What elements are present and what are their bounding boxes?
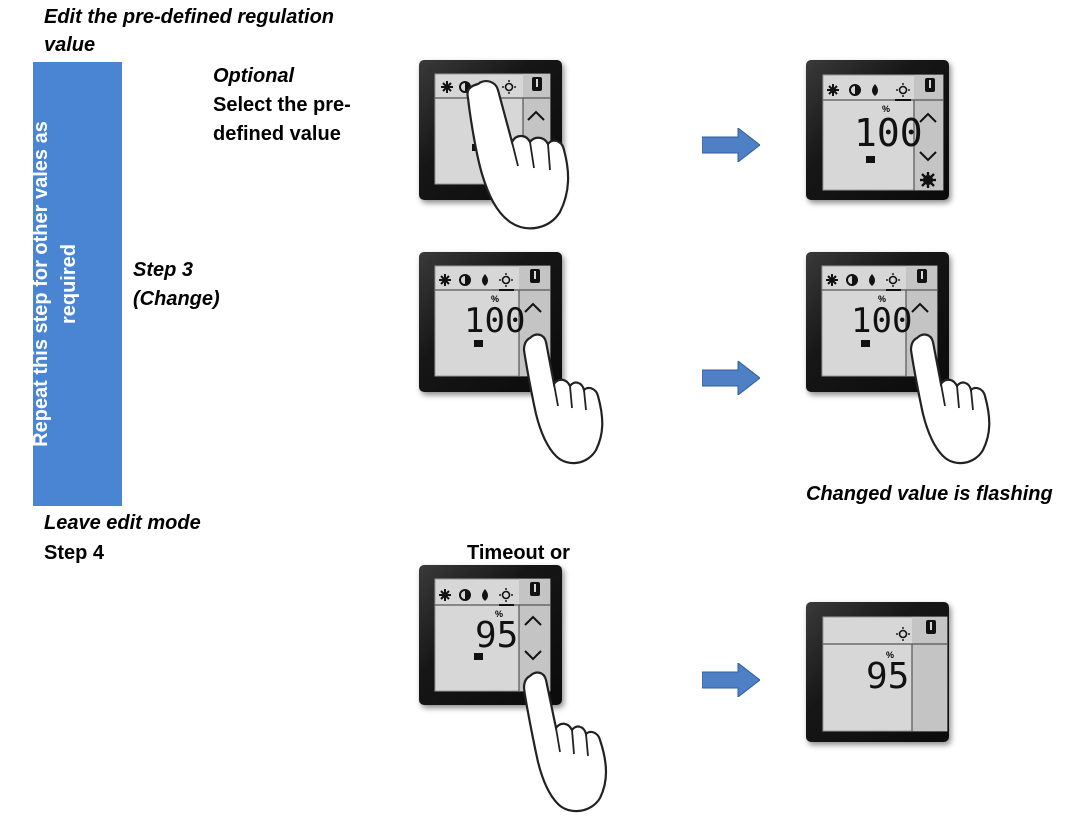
sun-icon <box>895 83 911 101</box>
up-chevron-icon <box>524 302 542 313</box>
thermometer-icon <box>926 620 936 634</box>
thermometer-icon <box>925 78 935 92</box>
up-chevron-icon <box>919 112 937 123</box>
sun-icon <box>499 588 514 606</box>
leave-edit-title: Leave edit mode <box>44 512 201 534</box>
optional-line-2: defined value <box>213 123 341 145</box>
drop-icon <box>872 84 878 96</box>
snowflake-icon <box>439 589 451 601</box>
step3-title: Step 3 <box>133 259 194 281</box>
display-value: 95 <box>866 656 909 697</box>
unit-label: % <box>878 294 886 304</box>
thermostat-device-4: % 100 <box>806 252 949 392</box>
calendar-icon <box>472 144 481 151</box>
unit-label: % <box>491 294 499 304</box>
drop-icon <box>482 589 488 601</box>
snowflake-icon <box>439 274 451 286</box>
heading-line-1: Edit the pre-defined regulation <box>44 6 335 28</box>
step4-label: Step 4 <box>44 542 105 564</box>
display-value: 100 <box>464 301 525 341</box>
thermostat-device-5: % 95 <box>419 565 562 705</box>
calendar-icon <box>861 340 870 347</box>
sun-icon <box>886 273 901 291</box>
gear-icon <box>920 172 936 188</box>
timeout-label: Timeout or <box>467 542 570 564</box>
half-moon-icon <box>459 274 471 286</box>
drop-icon <box>869 274 875 286</box>
down-chevron-icon <box>919 151 937 162</box>
thermometer-icon <box>530 582 540 596</box>
down-chevron-icon <box>524 650 542 661</box>
display-value: 100 <box>851 301 912 341</box>
calendar-icon <box>474 340 483 347</box>
unit-label: % <box>886 650 894 660</box>
thermostat-device-6: % 95 <box>806 602 949 742</box>
heading-line-2: value <box>44 34 96 56</box>
thermometer-icon <box>530 269 540 283</box>
unit-label: % <box>495 609 503 619</box>
arrow-right-icon <box>702 128 760 162</box>
thermostat-device-2: % 100 <box>806 60 949 200</box>
optional-title: Optional <box>213 65 295 87</box>
snowflake-icon <box>441 81 453 93</box>
arrow-right-icon <box>702 361 760 395</box>
step3-subtitle: (Change) <box>133 288 220 310</box>
flashing-caption: Changed value is flashing <box>806 483 1053 505</box>
snowflake-icon <box>826 274 838 286</box>
half-moon-icon <box>849 84 861 96</box>
thermometer-icon <box>532 77 542 91</box>
snowflake-icon <box>827 84 839 96</box>
display-value: 95 <box>475 615 518 656</box>
up-chevron-icon <box>524 615 542 626</box>
optional-line-1: Select the pre- <box>213 94 351 116</box>
half-moon-icon <box>846 274 858 286</box>
sun-icon <box>499 273 514 291</box>
display-value: 100 <box>854 111 923 155</box>
drop-icon <box>482 274 488 286</box>
calendar-icon <box>474 653 483 660</box>
up-chevron-icon <box>911 302 929 313</box>
half-moon-icon <box>459 589 471 601</box>
thermostat-device-1 <box>419 60 562 200</box>
thermostat-device-3: % 100 <box>419 252 562 392</box>
thermometer-icon <box>917 269 927 283</box>
arrow-right-icon <box>702 663 760 697</box>
calendar-icon <box>866 156 875 163</box>
unit-label: % <box>882 104 890 114</box>
sun-icon <box>896 627 910 641</box>
